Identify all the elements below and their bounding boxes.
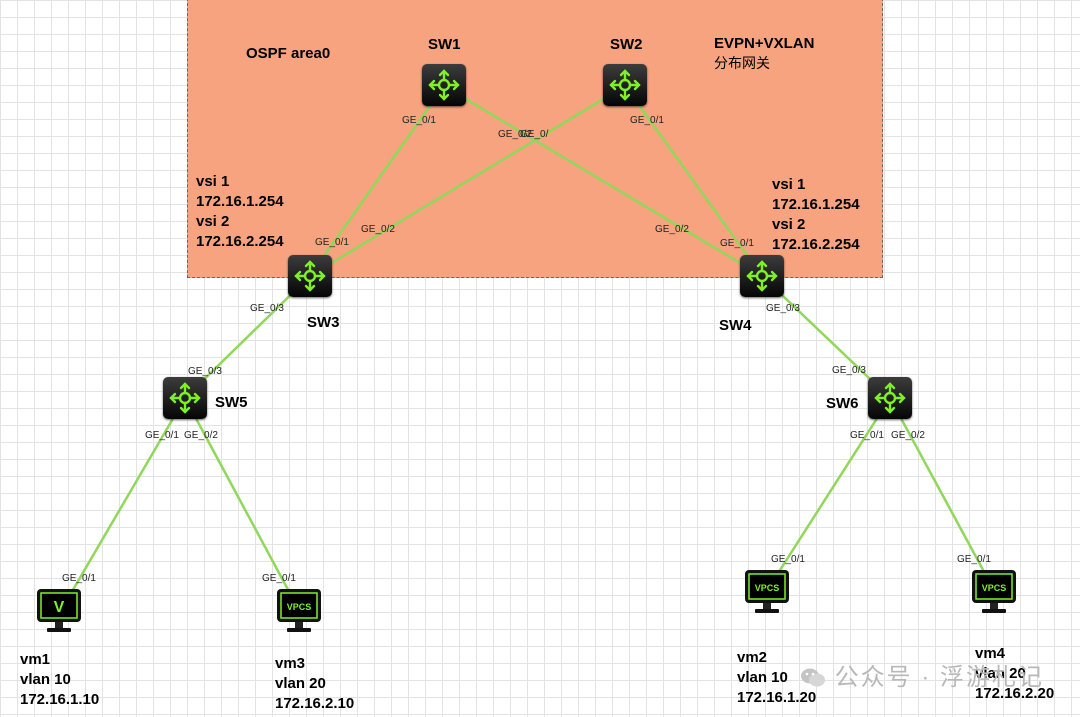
monitor-icon: VPCS — [277, 589, 321, 632]
sw2-label: SW2 — [610, 36, 643, 53]
port-label: GE_0/ — [520, 129, 549, 140]
watermark: 公众号 · 浮游札记 — [800, 657, 1044, 692]
monitor-icon: VPCS — [745, 570, 789, 613]
link-sw2-sw3 — [308, 84, 627, 278]
sw2-device[interactable] — [603, 64, 647, 106]
vm4-ip: 172.16.2.20 — [975, 685, 1055, 702]
vsi-left-line: vsi 2 — [196, 213, 230, 230]
router-switch-icon — [746, 260, 778, 292]
vm3-info: vm3 vlan 20 172.16.2.10 — [275, 654, 354, 714]
sw3-label: SW3 — [307, 314, 340, 331]
vm2-ip: 172.16.1.20 — [737, 689, 817, 706]
gateway-label: 分布网关 — [714, 55, 770, 71]
sw6-label: SW6 — [826, 395, 859, 412]
vm2-info: vm2 vlan 10 172.16.1.20 — [737, 648, 816, 708]
vm4-name: vm4 — [975, 645, 1006, 662]
port-label: GE_0/3 — [832, 365, 866, 376]
port-label: GE_0/3 — [188, 366, 222, 377]
link-sw5-vm1 — [58, 396, 187, 614]
port-label: GE_0/2 — [891, 430, 925, 441]
vsi-right-line: vsi 1 — [772, 176, 806, 193]
vm3-vlan: vlan 20 — [275, 675, 326, 692]
vsi-right-line: vsi 2 — [772, 216, 806, 233]
port-label: GE_0/1 — [850, 430, 884, 441]
watermark-text: 公众号 · 浮游札记 — [834, 664, 1044, 691]
vsi-left-line: 172.16.2.254 — [196, 233, 284, 250]
monitor-icon: V — [37, 589, 81, 632]
evpn-label: EVPN+VXLAN — [714, 35, 815, 52]
port-label: GE_0/3 — [766, 303, 800, 314]
link-sw2-sw4 — [623, 84, 764, 278]
vm4-info: vm4 vlan 20 172.16.2.20 — [975, 644, 1054, 704]
port-label: GE_0/1 — [771, 554, 805, 565]
vm2-device[interactable]: VPCS — [743, 568, 791, 616]
port-label: GE_0/2 — [184, 430, 218, 441]
link-sw6-vm4 — [888, 396, 997, 594]
vm2-vlan: vlan 10 — [737, 669, 788, 686]
wechat-icon — [801, 668, 825, 687]
vsi-block-right: vsi 1 172.16.1.254 vsi 2 172.16.2.254 — [772, 175, 860, 255]
router-switch-icon — [874, 382, 906, 414]
port-label: GE_0/1 — [145, 430, 179, 441]
vm3-ip: 172.16.2.10 — [275, 695, 355, 712]
link-sw3-sw5 — [183, 274, 312, 400]
vm2-name: vm2 — [737, 649, 768, 666]
port-label: GE_0/2 — [498, 129, 532, 140]
vm1-ip: 172.16.1.10 — [20, 691, 100, 708]
port-label: GE_0/2 — [361, 224, 395, 235]
link-sw6-vm2 — [764, 396, 892, 594]
port-label: GE_0/1 — [402, 115, 436, 126]
sw4-label: SW4 — [719, 317, 752, 334]
link-sw1-sw4 — [442, 84, 764, 278]
vm1-info: vm1 vlan 10 172.16.1.10 — [20, 650, 99, 710]
link-sw5-vm3 — [183, 396, 302, 614]
router-switch-icon — [428, 69, 460, 101]
router-switch-icon — [169, 382, 201, 414]
port-label: GE_0/1 — [62, 573, 96, 584]
vsi-left-line: vsi 1 — [196, 173, 230, 190]
vsi-block-left: vsi 1 172.16.1.254 vsi 2 172.16.2.254 — [196, 172, 284, 252]
vm1-vlan: vlan 10 — [20, 671, 71, 688]
port-label: GE_0/1 — [957, 554, 991, 565]
port-label: GE_0/3 — [250, 303, 284, 314]
router-switch-icon — [294, 260, 326, 292]
vm4-vlan: vlan 20 — [975, 665, 1026, 682]
vsi-right-line: 172.16.2.254 — [772, 236, 860, 253]
sw1-device[interactable] — [422, 64, 466, 106]
link-sw1-sw3 — [308, 84, 446, 278]
port-label: GE_0/1 — [720, 238, 754, 249]
port-label: GE_0/1 — [630, 115, 664, 126]
vm2-glyph: VPCS — [755, 583, 780, 593]
port-label: GE_0/1 — [262, 573, 296, 584]
vm1-name: vm1 — [20, 651, 51, 668]
vm4-device[interactable]: VPCS — [970, 568, 1018, 616]
vm4-glyph: VPCS — [982, 583, 1007, 593]
vm3-device[interactable]: VPCS — [275, 587, 323, 635]
vsi-right-line: 172.16.1.254 — [772, 196, 860, 213]
sw1-label: SW1 — [428, 36, 461, 53]
monitor-icon: VPCS — [972, 570, 1016, 613]
port-label: GE_0/1 — [315, 237, 349, 248]
ospf-area-label: OSPF area0 — [246, 45, 331, 62]
sw5-label: SW5 — [215, 394, 248, 411]
port-label: GE_0/2 — [655, 224, 689, 235]
vsi-left-line: 172.16.1.254 — [196, 193, 284, 210]
vm3-name: vm3 — [275, 655, 306, 672]
router-switch-icon — [609, 69, 641, 101]
sw5-device[interactable] — [163, 377, 207, 419]
vm1-glyph: V — [54, 599, 65, 616]
vm1-device[interactable]: V — [35, 587, 83, 635]
vm3-glyph: VPCS — [287, 602, 312, 612]
sw3-device[interactable] — [288, 255, 332, 297]
sw4-device[interactable] — [740, 255, 784, 297]
sw6-device[interactable] — [868, 377, 912, 419]
